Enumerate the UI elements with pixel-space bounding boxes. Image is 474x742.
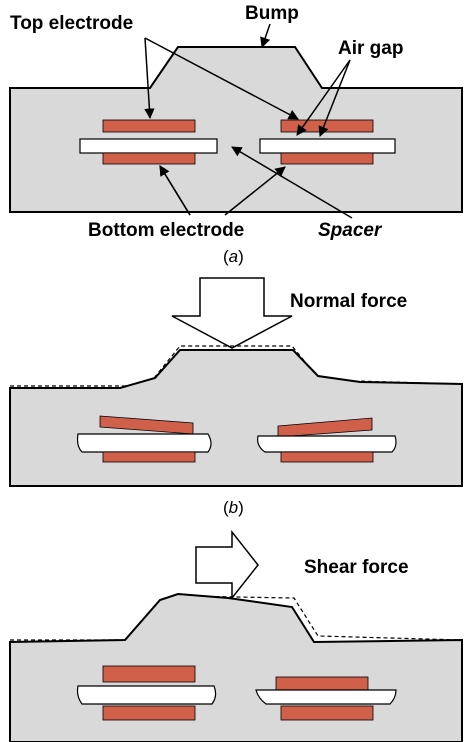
arrow-air-gap-right <box>318 59 351 137</box>
panel-b: Normal force (b) <box>9 277 463 517</box>
bottom-electrode-right-a <box>280 152 374 165</box>
label-shear-force: Shear force <box>304 557 409 578</box>
label-top-electrode: Top electrode <box>10 13 133 34</box>
sensor-body-a <box>9 46 463 213</box>
label-bump: Bump <box>245 3 299 24</box>
bottom-electrode-right-b <box>280 451 374 463</box>
panel-c: Shear force <box>9 529 463 742</box>
leader-arrows-a <box>144 23 353 219</box>
arrow-bottom-electrode-right <box>159 165 191 216</box>
bottom-electrode-right-c <box>280 705 374 721</box>
caption-b-open: ( <box>223 498 229 517</box>
caption-b: (b) <box>223 498 244 517</box>
spacer-left-b <box>76 433 212 453</box>
bottom-electrode-left-c <box>102 705 196 721</box>
caption-a: (a) <box>223 247 244 266</box>
bottom-electrode-left-a <box>102 152 196 165</box>
top-electrode-right-a <box>280 119 374 133</box>
caption-a-close: ) <box>238 247 244 266</box>
spacer-right-a <box>259 138 396 154</box>
arrow-top-electrode-right <box>144 37 299 120</box>
arrow-air-gap-left <box>296 59 351 136</box>
spacer-left-a <box>79 138 218 154</box>
shear-force-arrow-icon <box>195 529 259 601</box>
arrow-spacer <box>231 146 353 219</box>
label-air-gap: Air gap <box>338 38 403 59</box>
bottom-electrode-left-b <box>102 451 196 463</box>
top-electrode-left-a <box>102 119 196 133</box>
label-bottom-electrode: Bottom electrode <box>88 220 244 241</box>
label-normal-force: Normal force <box>290 291 407 312</box>
arrow-bump <box>260 23 271 48</box>
arrow-bottom-electrode-right2 <box>224 166 286 216</box>
arrow-top-electrode-left <box>144 37 155 120</box>
caption-b-close: ) <box>238 498 244 517</box>
label-spacer: Spacer <box>318 220 383 241</box>
sensor-body-b <box>9 349 463 487</box>
caption-a-letter: a <box>229 247 238 266</box>
top-electrode-left-c <box>102 665 196 683</box>
panel-a: Top electrode Bump Air gap Bottom electr… <box>9 3 463 266</box>
top-electrode-right-c <box>275 676 369 692</box>
spacer-left-c <box>76 685 217 705</box>
spacer-right-c <box>255 689 397 705</box>
spacer-right-b <box>257 435 397 453</box>
top-electrode-right-b <box>277 417 373 438</box>
sensor-body-c <box>9 592 463 742</box>
normal-force-arrow-icon <box>171 277 293 349</box>
caption-a-open: ( <box>223 247 229 266</box>
caption-b-letter: b <box>229 498 238 517</box>
